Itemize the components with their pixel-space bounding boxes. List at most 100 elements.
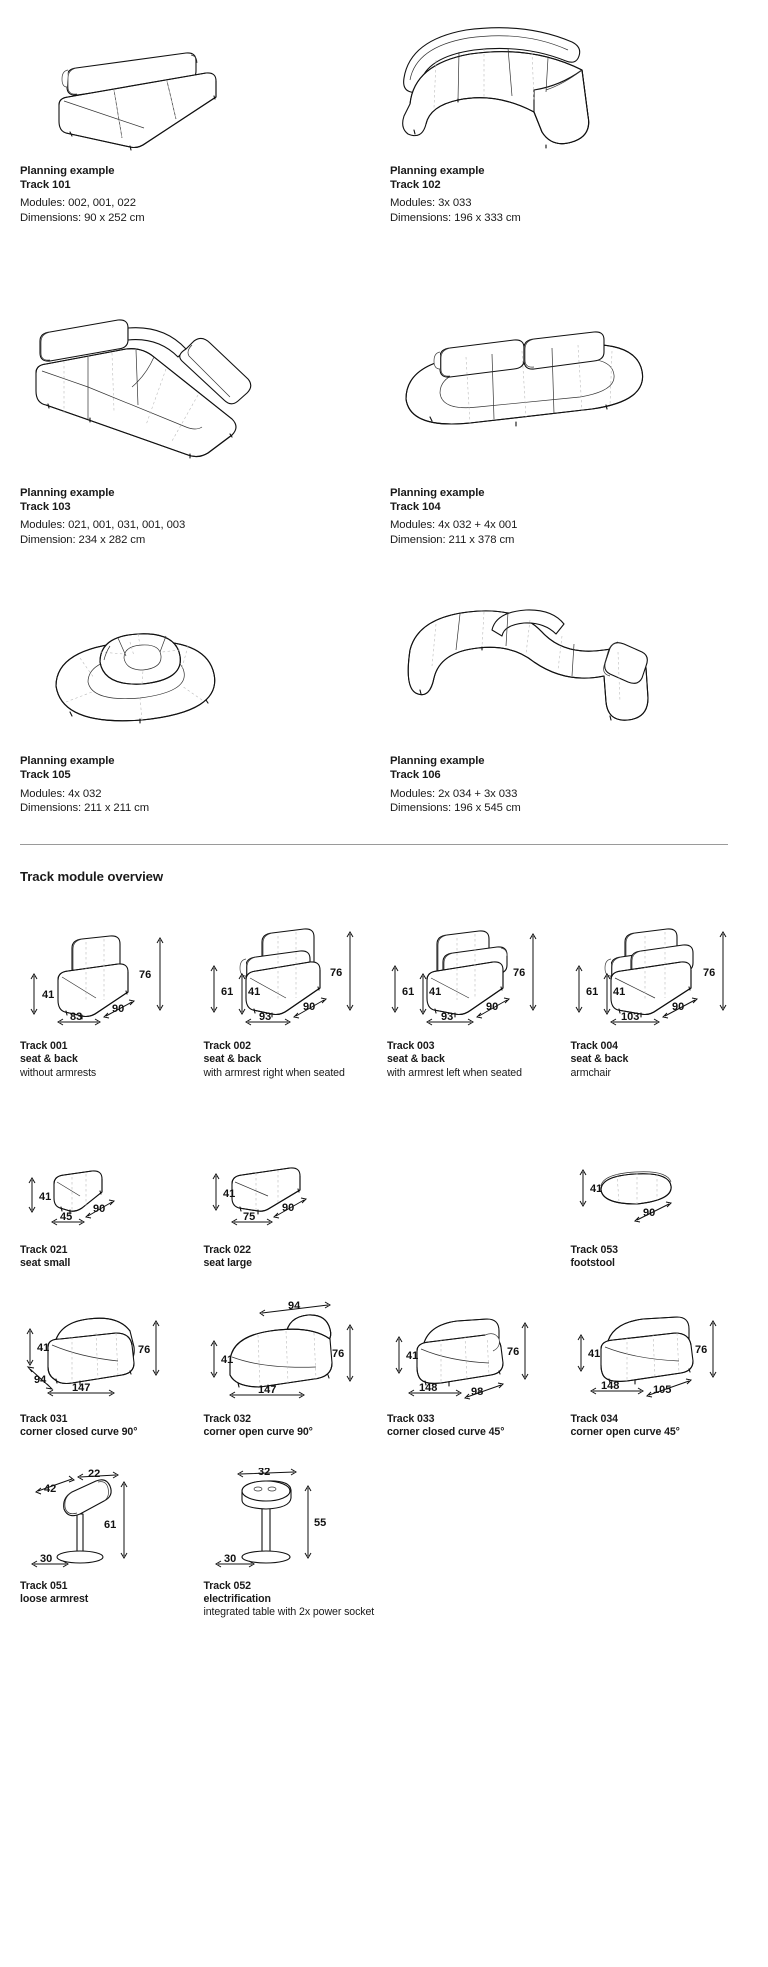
planning-example-106-illustration [390, 575, 748, 745]
planning-example-104-caption: Planning example Track 104 Modules: 4x 0… [390, 477, 748, 548]
module-034: 41 76 148 105 Track 034 corner open curv… [571, 1301, 749, 1440]
dim-83: 83 [70, 1011, 82, 1023]
caption-dimensions: Dimension: 234 x 282 cm [20, 533, 146, 546]
caption-name: Track 103 [20, 500, 71, 513]
caption-dimensions: Dimensions: 196 x 333 cm [390, 212, 521, 224]
dim-41: 41 [223, 1188, 235, 1200]
module-type: electrification [203, 1593, 271, 1606]
module-021-label: Track 021 seat small [20, 1234, 198, 1271]
module-desc: with armrest right when seated [203, 1066, 345, 1079]
caption-modules: Modules: 4x 032 [20, 787, 102, 800]
dim-94: 94 [288, 1301, 301, 1312]
dim-32: 32 [258, 1468, 270, 1478]
section-title-module-overview: Track module overview [20, 868, 164, 884]
dim-147: 147 [72, 1382, 90, 1394]
dim-41: 41 [590, 1183, 602, 1195]
planning-example-101-illustration [20, 0, 378, 155]
dim-61: 61 [402, 986, 414, 998]
planning-example-104: Planning example Track 104 Modules: 4x 0… [390, 262, 748, 548]
caption-heading: Planning example [20, 165, 115, 177]
dim-90: 90 [112, 1003, 124, 1015]
module-row-accessories: 42 22 61 30 Track 051 loose armrest [20, 1468, 748, 1620]
module-003: 61 41 76 93 90 Track 003 seat & back wit… [387, 912, 565, 1080]
planning-examples-row-1: Planning example Track 101 Modules: 002,… [20, 0, 748, 226]
dim-90: 90 [303, 1001, 315, 1013]
module-032: 41 76 147 94 Track 032 corner open curve… [204, 1301, 382, 1440]
dim-41: 41 [248, 986, 260, 998]
planning-example-103-caption: Planning example Track 103 Modules: 021,… [20, 477, 378, 548]
dim-76: 76 [330, 967, 342, 979]
module-type: corner closed curve 90° [20, 1426, 138, 1439]
dim-105: 105 [653, 1384, 671, 1396]
caption-name: Track 101 [20, 179, 71, 192]
module-031: 41 76 147 94 Track 031 corner closed cur… [20, 1301, 198, 1440]
planning-example-101-caption: Planning example Track 101 Modules: 002,… [20, 155, 378, 226]
caption-heading: Planning example [390, 486, 485, 499]
module-002-illustration: 61 41 76 93 90 [204, 912, 382, 1030]
caption-modules: Modules: 2x 034 + 3x 033 [390, 787, 518, 800]
dim-76: 76 [695, 1344, 707, 1356]
caption-name: Track 105 [20, 769, 71, 782]
module-031-label: Track 031 corner closed curve 90° [20, 1403, 198, 1440]
dim-148: 148 [419, 1382, 437, 1394]
planning-example-102-caption: Planning example Track 102 Modules: 3x 0… [390, 155, 748, 226]
module-034-illustration: 41 76 148 105 [571, 1301, 749, 1403]
caption-heading: Planning example [20, 486, 115, 499]
module-002: 61 41 76 93 90 Track 002 seat & back wit… [204, 912, 382, 1080]
module-type: corner open curve 90° [203, 1426, 313, 1439]
catalog-page: Planning example Track 101 Modules: 002,… [20, 0, 749, 1620]
module-desc: without armrests [20, 1066, 97, 1079]
caption-name: Track 102 [390, 179, 441, 192]
module-004: 61 41 76 103 90 Track 004 seat & back ar… [571, 912, 749, 1080]
dim-41: 41 [42, 989, 54, 1001]
dim-90: 90 [282, 1202, 294, 1214]
module-type: seat large [203, 1257, 253, 1270]
dim-45: 45 [60, 1211, 72, 1223]
module-053-illustration: 41 90 [571, 1146, 749, 1234]
dim-30: 30 [40, 1553, 52, 1565]
module-031-illustration: 41 76 147 94 [20, 1301, 198, 1403]
module-desc: with armrest left when seated [387, 1066, 522, 1079]
caption-dimensions: Dimension: 211 x 378 cm [390, 533, 515, 546]
dim-41: 41 [429, 986, 441, 998]
module-code: Track 003 [387, 1039, 435, 1052]
module-desc: integrated table with 2x power socket [203, 1606, 375, 1619]
module-desc: armchair [570, 1066, 612, 1079]
module-code: Track 021 [20, 1244, 68, 1256]
module-053: 41 90 Track 053 footstool [571, 1146, 749, 1271]
planning-example-101: Planning example Track 101 Modules: 002,… [20, 0, 378, 226]
module-code: Track 033 [387, 1412, 435, 1425]
dim-41: 41 [613, 986, 625, 998]
module-row2-spacer [387, 1146, 565, 1271]
module-type: seat small [20, 1257, 71, 1270]
module-003-label: Track 003 seat & back with armrest left … [387, 1030, 565, 1080]
module-type: corner open curve 45° [570, 1426, 680, 1439]
module-type: seat & back [570, 1053, 629, 1066]
module-051-illustration: 42 22 61 30 [20, 1468, 198, 1570]
module-022-illustration: 41 75 90 [204, 1146, 382, 1234]
planning-example-103-illustration [20, 262, 378, 477]
planning-example-105-caption: Planning example Track 105 Modules: 4x 0… [20, 745, 378, 816]
caption-heading: Planning example [390, 755, 485, 768]
module-row4-spacer-1 [387, 1468, 565, 1620]
dim-90: 90 [486, 1001, 498, 1013]
module-001-illustration: 41 76 83 90 [20, 912, 198, 1030]
module-row4-spacer-2 [571, 1468, 749, 1620]
dim-90: 90 [93, 1203, 105, 1215]
caption-heading: Planning example [390, 165, 485, 177]
dim-22: 22 [88, 1468, 100, 1480]
module-type: seat & back [203, 1053, 262, 1066]
module-003-illustration: 61 41 76 93 90 [387, 912, 565, 1030]
dim-90: 90 [672, 1001, 684, 1013]
module-022-label: Track 022 seat large [204, 1234, 382, 1271]
dim-93: 93 [441, 1011, 453, 1023]
dim-41: 41 [37, 1342, 49, 1354]
module-052: 32 55 30 Track 052 electrification integ… [204, 1468, 382, 1620]
dim-76: 76 [507, 1346, 519, 1358]
module-row-corners: 41 76 147 94 Track 031 corner closed cur… [20, 1301, 748, 1440]
dim-76: 76 [332, 1348, 344, 1360]
planning-example-103: Planning example Track 103 Modules: 021,… [20, 262, 378, 548]
dim-55: 55 [314, 1517, 326, 1529]
caption-name: Track 106 [390, 769, 441, 782]
caption-heading: Planning example [20, 755, 115, 768]
